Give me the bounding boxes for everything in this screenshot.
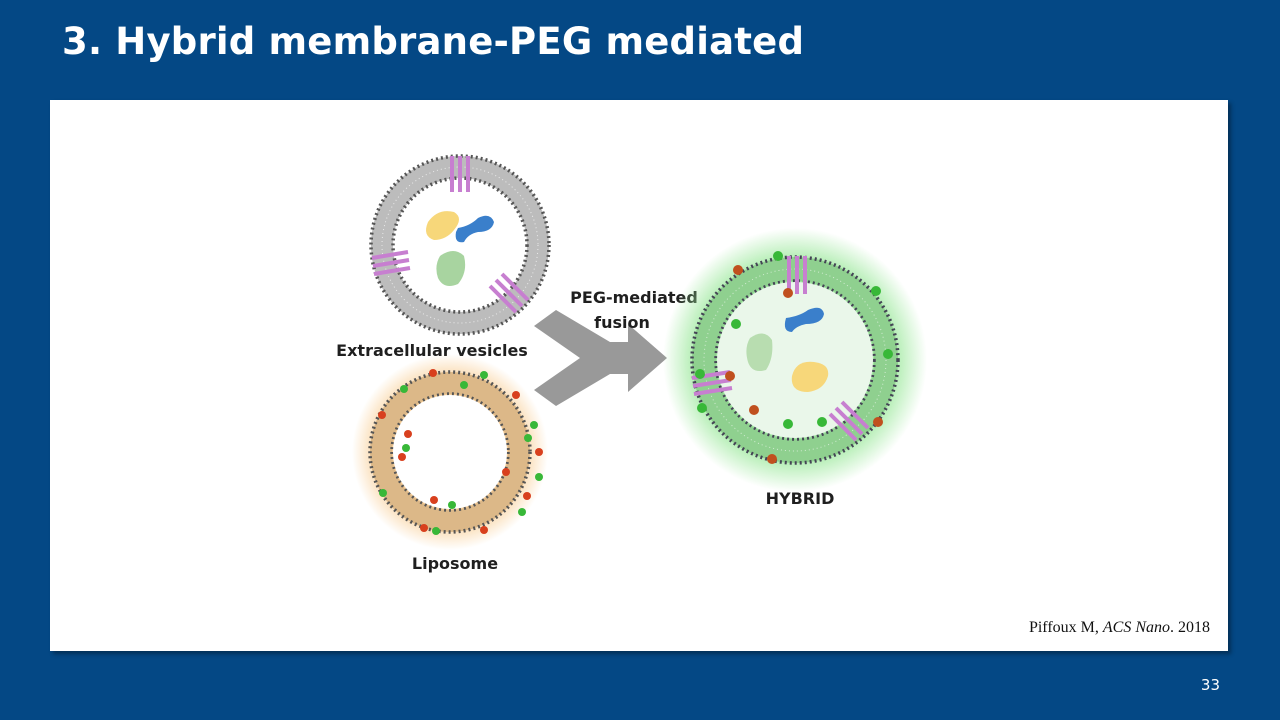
ev-vesicle [369, 154, 551, 336]
arrow-label-line1: PEG-mediated [570, 288, 698, 307]
hybrid-protein-bottom-right [828, 400, 870, 442]
hybrid-label: HYBRID [766, 489, 835, 508]
hybrid-cargo-blue [784, 307, 824, 332]
cargo-green [436, 251, 466, 286]
figure-panel: Extracellular vesicles [50, 100, 1228, 651]
hybrid-lipid-dots [695, 251, 893, 464]
cargo-yellow [426, 211, 459, 240]
slide-title: 3. Hybrid membrane-PEG mediated [62, 20, 805, 63]
page-number: 33 [1200, 676, 1220, 694]
liposome-label: Liposome [412, 554, 498, 573]
liposome-lipid-dots [378, 369, 543, 535]
arrow-label-line2: fusion [594, 313, 650, 332]
fusion-diagram: Extracellular vesicles [336, 154, 927, 573]
citation-year: . 2018 [1170, 619, 1210, 636]
citation: Piffoux M, ACS Nano. 2018 [1029, 619, 1210, 637]
citation-author: Piffoux M, [1028, 619, 1099, 636]
fusion-arrow [534, 310, 667, 406]
ev-protein-top [450, 156, 470, 192]
hybrid-cargo-green [746, 333, 773, 371]
citation-journal: ACS Nano [1102, 619, 1170, 636]
hybrid-cargo-yellow [791, 361, 829, 392]
cargo-blue [455, 215, 494, 243]
liposome [352, 354, 548, 550]
ev-protein-bottom-right [488, 272, 530, 314]
hybrid-vesicle [663, 228, 927, 492]
ev-label: Extracellular vesicles [336, 341, 528, 360]
hybrid-protein-top [787, 256, 807, 294]
ev-protein-left [371, 250, 411, 276]
